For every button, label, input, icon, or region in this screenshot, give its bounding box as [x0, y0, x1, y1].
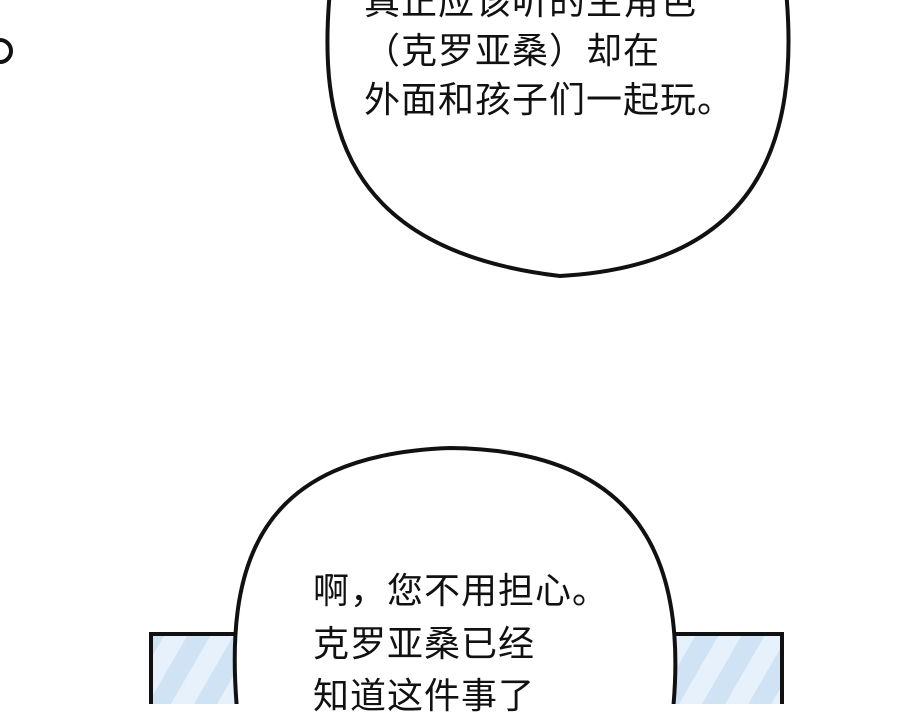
- bubble-top-line-3: 外面和孩子们一起玩。: [364, 80, 735, 121]
- bubble-top-line-2: （克罗亚桑）却在: [364, 31, 661, 72]
- speech-bubble-top: [325, 0, 791, 279]
- bubble-bottom-line-3: 知道这件事了: [313, 676, 536, 717]
- bubble-bottom-line-1: 啊，您不用担心。: [313, 571, 610, 612]
- edge-circle-fragment: [0, 38, 13, 64]
- speech-bubble-bottom: [232, 445, 678, 704]
- bubble-bottom-line-2: 克罗亚桑已经: [313, 624, 536, 665]
- comic-artwork: [0, 0, 791, 704]
- bubble-top-line-1: 真正应该听的主角色: [364, 0, 698, 23]
